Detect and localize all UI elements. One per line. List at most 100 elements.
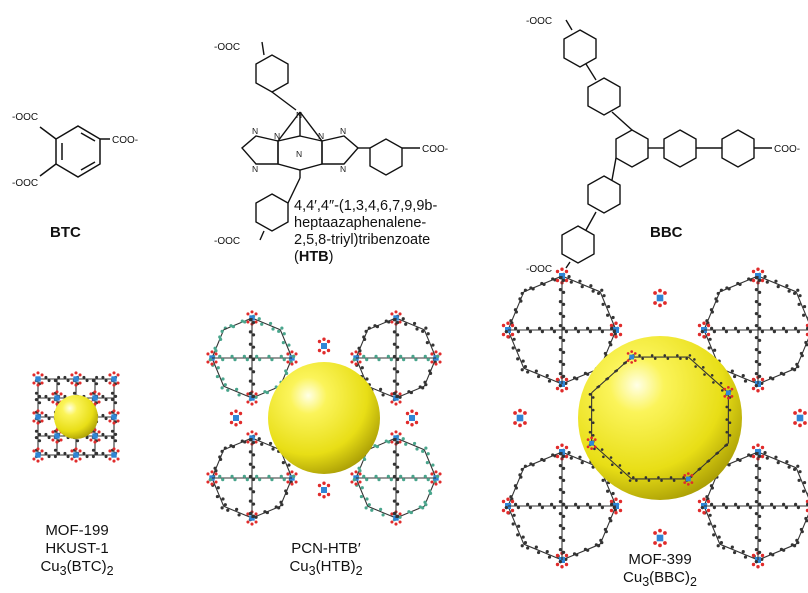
cu-node bbox=[516, 414, 524, 422]
oxygen-atom bbox=[798, 423, 802, 428]
oxygen-atom bbox=[751, 278, 756, 283]
oxygen-atom bbox=[390, 320, 394, 324]
framework-atom bbox=[423, 500, 427, 504]
oxygen-atom bbox=[510, 499, 515, 504]
framework-atom bbox=[242, 354, 246, 358]
framework-atom bbox=[591, 434, 595, 437]
framework-atom bbox=[552, 330, 557, 334]
oxygen-atom bbox=[326, 339, 331, 344]
framework-atom bbox=[600, 506, 605, 510]
framework-atom bbox=[230, 474, 234, 478]
bbc-carboxylate-top: -OOC bbox=[526, 16, 552, 27]
framework-bond bbox=[757, 543, 797, 561]
framework-atom bbox=[776, 285, 780, 289]
framework-atom bbox=[558, 324, 563, 328]
oxygen-atom bbox=[560, 565, 564, 569]
oxygen-atom bbox=[555, 269, 560, 274]
framework-atom bbox=[423, 354, 427, 358]
framework-atom bbox=[558, 276, 563, 280]
framework-atom bbox=[252, 333, 256, 337]
framework-atom bbox=[426, 332, 430, 336]
oxygen-atom bbox=[803, 421, 807, 425]
framework-atom bbox=[802, 304, 807, 309]
framework-atom bbox=[63, 394, 67, 398]
oxygen-atom bbox=[108, 457, 112, 461]
framework-atom bbox=[396, 453, 400, 457]
oxygen-atom bbox=[286, 360, 290, 364]
cu-node bbox=[73, 376, 79, 382]
framework-atom bbox=[268, 321, 273, 326]
oxygen-atom bbox=[317, 339, 322, 344]
framework-atom bbox=[34, 398, 38, 402]
formula-ligand: (HTB) bbox=[315, 558, 356, 575]
framework-atom bbox=[114, 439, 118, 443]
framework-atom bbox=[357, 466, 361, 470]
framework-atom bbox=[365, 377, 369, 381]
framework-atom bbox=[552, 506, 557, 510]
oxygen-atom bbox=[564, 386, 569, 391]
cu-node bbox=[35, 414, 41, 420]
oxygen-atom bbox=[513, 421, 517, 425]
framework-atom bbox=[252, 394, 256, 398]
framework-atom bbox=[386, 354, 390, 358]
framework-atom bbox=[550, 502, 554, 506]
oxygen-atom bbox=[74, 383, 78, 387]
framework-atom bbox=[601, 302, 605, 306]
framework-atom bbox=[377, 478, 381, 482]
framework-atom bbox=[558, 524, 563, 528]
framework-atom bbox=[792, 467, 797, 472]
framework-atom bbox=[754, 348, 759, 352]
oxygen-atom bbox=[760, 454, 765, 459]
framework-atom bbox=[504, 506, 508, 510]
framework-atom bbox=[231, 445, 236, 449]
oxygen-atom bbox=[78, 373, 82, 377]
framework-atom bbox=[110, 391, 114, 395]
oxygen-atom bbox=[760, 269, 765, 274]
framework-atom bbox=[558, 464, 563, 468]
framework-atom bbox=[724, 506, 729, 510]
framework-atom bbox=[47, 455, 51, 459]
framework-atom bbox=[600, 448, 604, 451]
framework-atom bbox=[248, 462, 252, 466]
oxygen-atom bbox=[618, 499, 623, 504]
framework-atom bbox=[392, 367, 396, 371]
framework-atom bbox=[682, 476, 685, 479]
htb-paren-close: ) bbox=[328, 249, 334, 265]
framework-atom bbox=[628, 479, 632, 482]
framework-atom bbox=[520, 544, 524, 548]
framework-atom bbox=[516, 533, 520, 537]
framework-atom bbox=[569, 456, 573, 460]
oxygen-atom bbox=[706, 332, 711, 337]
framework-atom bbox=[580, 285, 584, 289]
oxygen-atom bbox=[390, 512, 394, 516]
framework-atom bbox=[53, 448, 57, 452]
framework-atom bbox=[562, 374, 566, 378]
framework-atom bbox=[398, 395, 402, 399]
framework-atom bbox=[610, 326, 614, 330]
framework-atom bbox=[615, 369, 619, 372]
framework-atom bbox=[392, 438, 396, 442]
framework-atom bbox=[526, 326, 530, 330]
framework-atom bbox=[34, 391, 38, 395]
framework-atom bbox=[414, 358, 418, 362]
framework-atom bbox=[218, 335, 222, 339]
pcn-htb-pore-sphere bbox=[268, 362, 380, 474]
framework-atom bbox=[396, 382, 400, 386]
oxygen-atom bbox=[653, 301, 657, 305]
framework-atom bbox=[396, 514, 400, 519]
oxygen-atom bbox=[250, 522, 254, 526]
framework-atom bbox=[805, 519, 808, 523]
framework-atom bbox=[292, 354, 296, 358]
oxygen-atom bbox=[690, 474, 694, 477]
cu-node bbox=[111, 452, 117, 458]
framework-atom bbox=[396, 394, 400, 398]
framework-atom bbox=[709, 308, 714, 312]
oxygen-atom bbox=[614, 497, 618, 501]
framework-atom bbox=[44, 451, 48, 455]
framework-atom bbox=[373, 444, 377, 448]
framework-atom bbox=[277, 506, 281, 510]
oxygen-atom bbox=[290, 362, 294, 366]
framework-atom bbox=[208, 478, 212, 482]
htb-n-2: N bbox=[318, 131, 324, 141]
oxygen-atom bbox=[614, 511, 618, 515]
